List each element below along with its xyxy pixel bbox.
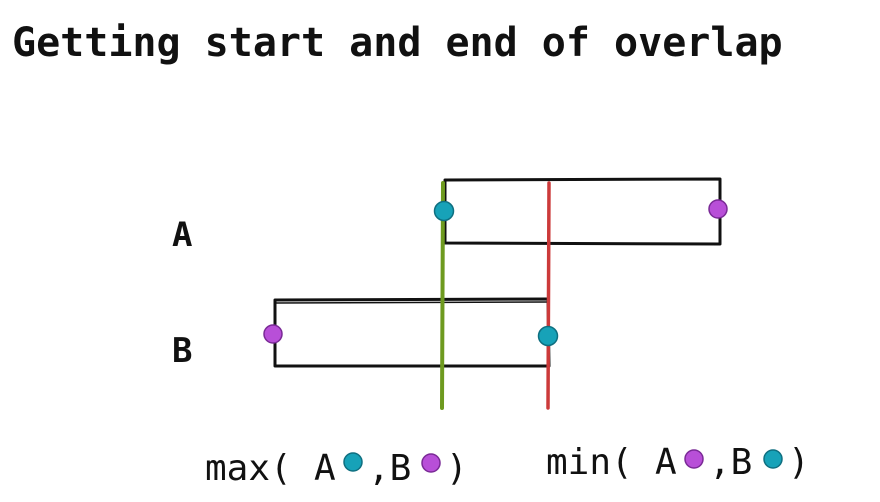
formula-end-fn: min( — [546, 442, 633, 483]
formula-end-purple-dot — [684, 449, 704, 469]
interval-a-box — [443, 177, 722, 246]
row-label-a: A — [172, 215, 192, 255]
overlap-end-line — [546, 181, 551, 410]
formula-end-a: A — [655, 442, 677, 483]
formula-start-sep: ,B — [368, 448, 411, 489]
formula-start-a: A — [314, 448, 336, 489]
interval-a-end-dot — [708, 199, 728, 219]
formula-start-close: ) — [446, 448, 468, 489]
formula-start-purple-dot — [421, 453, 441, 473]
formula-start-cyan-dot — [343, 452, 363, 472]
interval-b-start-dot — [263, 324, 283, 344]
diagram-title: Getting start and end of overlap — [12, 20, 783, 66]
formula-end-cyan-dot — [763, 449, 783, 469]
interval-b-box — [273, 297, 551, 368]
formula-end-sep: ,B — [709, 442, 752, 483]
row-label-b: B — [172, 331, 192, 371]
interval-b-sketch-line — [274, 301, 549, 304]
interval-a-start-dot — [433, 200, 455, 222]
formula-end-close: ) — [788, 442, 810, 483]
interval-b-end-dot — [537, 325, 559, 347]
formula-start-fn: max( — [205, 448, 292, 489]
